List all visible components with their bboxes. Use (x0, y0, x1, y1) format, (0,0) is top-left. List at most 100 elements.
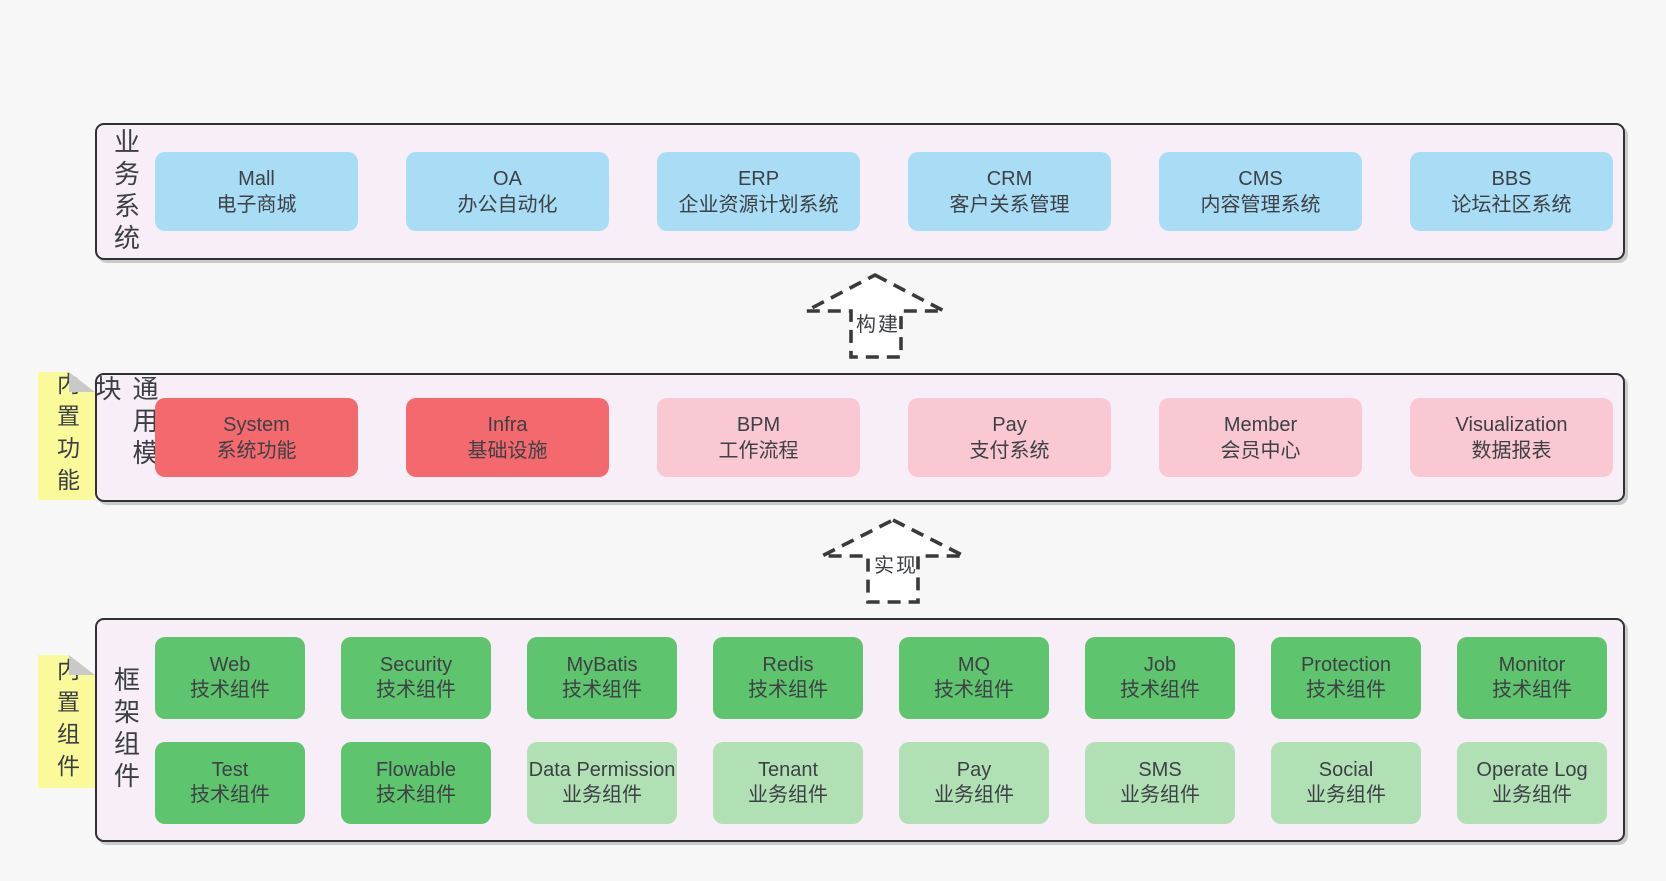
folded-corner-icon (69, 655, 95, 675)
box-subtitle: 技术组件 (1120, 678, 1200, 701)
box-title: Mall (238, 167, 275, 190)
box-title: CMS (1238, 167, 1283, 190)
layer-label: 业务系统 (110, 127, 141, 256)
box-subtitle: 技术组件 (376, 783, 456, 806)
box-subtitle: 论坛社区系统 (1451, 193, 1572, 216)
box-bbs: BBS 论坛社区系统 (1410, 152, 1613, 231)
box-subtitle: 业务组件 (562, 783, 642, 806)
box-subtitle: 内容管理系统 (1200, 193, 1321, 216)
box-subtitle: 技术组件 (376, 678, 456, 701)
sticky-note-text: 内置功能 (53, 372, 80, 500)
box-erp: ERP 企业资源计划系统 (657, 152, 860, 231)
box-bpm: BPM 工作流程 (657, 398, 860, 477)
box-title: Security (379, 654, 453, 677)
layer-label: 框架组件 (110, 666, 141, 794)
box-title: Tenant (757, 759, 819, 782)
layer-business-systems: 业务系统 Mall 电子商城 OA 办公自动化 ERP 企业资源计划系统 CRM 客户关系管理… (95, 123, 1625, 260)
box-title: MQ (957, 654, 991, 677)
box-title: OA (493, 167, 522, 190)
box-title: Test (211, 759, 249, 782)
box-title: Data Permission (528, 759, 676, 782)
box-title: BPM (736, 413, 781, 436)
box-subtitle: 工作流程 (718, 439, 799, 462)
box-subtitle: 业务组件 (934, 783, 1014, 806)
box-crm: CRM 客户关系管理 (908, 152, 1111, 231)
arrow-label: 构建 (856, 313, 900, 336)
box-subtitle: 技术组件 (562, 678, 642, 701)
box-subtitle: 技术组件 (1306, 678, 1386, 701)
box-title: Operate Log (1476, 759, 1588, 782)
box-subtitle: 支付系统 (969, 439, 1050, 462)
box-subtitle: 客户关系管理 (949, 193, 1070, 216)
sticky-note-built-in-features: 内置功能 (38, 372, 95, 500)
box-subtitle: 技术组件 (748, 678, 828, 701)
box-title: Job (1143, 654, 1177, 677)
box-subtitle: 企业资源计划系统 (678, 193, 839, 216)
sticky-note-text: 内置组件 (53, 657, 80, 786)
box-subtitle: 技术组件 (190, 783, 270, 806)
box-title: MyBatis (566, 654, 638, 677)
sticky-note-built-in-components: 内置组件 (38, 655, 95, 788)
box-subtitle: 业务组件 (1306, 783, 1386, 806)
box-subtitle: 电子商城 (216, 193, 297, 216)
implement-arrow-icon: 实现 (821, 517, 965, 604)
box-cms: CMS 内容管理系统 (1159, 152, 1362, 231)
box-title: Web (209, 654, 251, 677)
box-title: CRM (986, 167, 1033, 190)
box-subtitle: 数据报表 (1471, 439, 1552, 462)
box-oa: OA 办公自动化 (406, 152, 609, 231)
box-title: BBS (1491, 167, 1532, 190)
box-mall: Mall 电子商城 (155, 152, 358, 231)
layer-label: 通用模块 (92, 375, 159, 471)
box-subtitle: 技术组件 (1492, 678, 1572, 701)
box-title: Infra (487, 413, 528, 436)
box-title: Monitor (1498, 654, 1566, 677)
box-title: SMS (1138, 759, 1182, 782)
box-subtitle: 基础设施 (467, 439, 548, 462)
box-title: System (223, 413, 290, 436)
box-title: Redis (762, 654, 814, 677)
box-title: Flowable (375, 759, 457, 782)
box-subtitle: 业务组件 (748, 783, 828, 806)
box-title: Pay (992, 413, 1027, 436)
box-subtitle: 会员中心 (1220, 439, 1301, 462)
build-arrow-icon: 构建 (805, 272, 945, 359)
box-title: Pay (956, 759, 992, 782)
box-title: Visualization (1455, 413, 1568, 436)
box-pay: Pay 支付系统 (908, 398, 1111, 477)
business-boxes-row: Mall 电子商城 OA 办公自动化 ERP 企业资源计划系统 CRM 客户关系管理 CMS 内容… (155, 125, 1623, 258)
box-subtitle: 技术组件 (190, 678, 270, 701)
box-title: Protection (1300, 654, 1392, 677)
box-title: ERP (737, 167, 780, 190)
arrow-label: 实现 (874, 554, 918, 577)
box-infra: Infra 基础设施 (406, 398, 609, 477)
box-system: System 系统功能 (155, 398, 358, 477)
box-subtitle: 业务组件 (1492, 783, 1572, 806)
box-title: Social (1318, 759, 1374, 782)
box-visualization: Visualization 数据报表 (1410, 398, 1613, 477)
box-subtitle: 系统功能 (216, 439, 297, 462)
box-subtitle: 办公自动化 (457, 193, 558, 216)
